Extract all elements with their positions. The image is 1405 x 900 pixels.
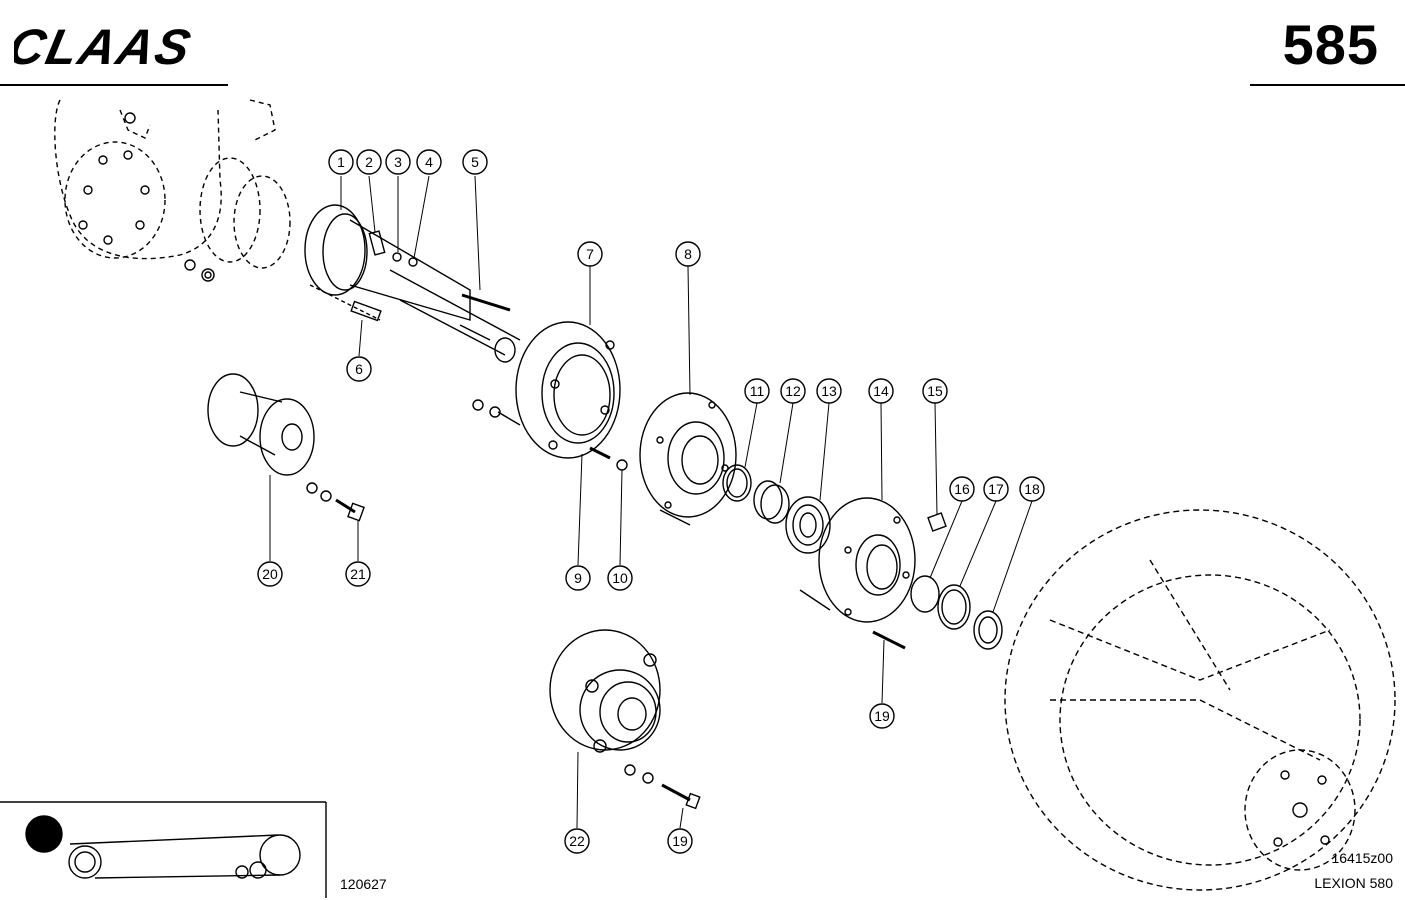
callout-label: 16 [954, 481, 970, 497]
callout-5: 5 [462, 149, 488, 175]
callout-label: 19 [874, 708, 890, 724]
brand-text: CLAAS [14, 19, 197, 74]
callout-label: 18 [1024, 481, 1040, 497]
callout-8: 8 [675, 241, 701, 267]
header-rule-left [0, 84, 228, 86]
leader-lines [269, 175, 1033, 829]
coupling-20 [207, 373, 365, 522]
callout-label: 13 [821, 383, 837, 399]
reference-code: 120627 [340, 876, 387, 892]
callout-label: 6 [355, 361, 363, 377]
callout-label: 21 [350, 566, 366, 582]
callout-label: 12 [785, 383, 801, 399]
callout-18: 18 [1019, 476, 1045, 502]
parts-15-18 [910, 512, 1003, 650]
callout-label: 2 [365, 154, 373, 170]
callout-3: 3 [385, 149, 411, 175]
claas-logo: CLAAS [3, 14, 238, 79]
belt-drive-locator-icon [0, 801, 327, 898]
bolt-9-nut-10 [589, 446, 628, 471]
callout-13: 13 [816, 378, 842, 404]
callout-19: 19 [667, 828, 693, 854]
callout-2: 2 [356, 149, 382, 175]
callout-label: 7 [586, 246, 594, 262]
callout-19: 19 [869, 703, 895, 729]
callout-label: 22 [569, 833, 585, 849]
callout-9: 9 [565, 565, 591, 591]
callout-label: 20 [262, 566, 278, 582]
page-number: 585 [1282, 13, 1379, 76]
callout-10: 10 [607, 565, 633, 591]
flange-14 [799, 497, 916, 650]
callout-label: 14 [873, 383, 889, 399]
shaft-assembly [304, 204, 521, 363]
callout-label: 9 [574, 570, 582, 586]
callout-6: 6 [346, 356, 372, 382]
callout-label: 3 [394, 154, 402, 170]
callout-label: 10 [612, 570, 628, 586]
gearbox-bolts [78, 112, 215, 282]
callout-7: 7 [577, 241, 603, 267]
claas-logo-icon: CLAAS [3, 19, 197, 75]
callout-1: 1 [328, 149, 354, 175]
callout-label: 8 [684, 246, 692, 262]
callout-21: 21 [345, 561, 371, 587]
callout-16: 16 [949, 476, 975, 502]
rings-11-13 [722, 464, 831, 554]
callout-15: 15 [922, 378, 948, 404]
callout-label: 15 [927, 383, 943, 399]
drive-wheel [1004, 509, 1396, 891]
bearing-unit-22 [549, 629, 701, 810]
callout-11: 11 [744, 378, 770, 404]
callout-label: 19 [672, 833, 688, 849]
gearbox-housing [54, 99, 291, 269]
callout-14: 14 [868, 378, 894, 404]
callout-17: 17 [983, 476, 1009, 502]
callout-20: 20 [257, 561, 283, 587]
figure-code: 16415z00 [1331, 850, 1393, 866]
callout-4: 4 [416, 149, 442, 175]
callout-label: 1 [337, 154, 345, 170]
wheel-hub-bolts [1273, 770, 1330, 847]
model-name: LEXION 580 [1314, 875, 1393, 891]
flanged-bearing-8 [639, 392, 737, 526]
callout-22: 22 [564, 828, 590, 854]
callout-label: 17 [988, 481, 1004, 497]
callout-12: 12 [780, 378, 806, 404]
header-rule-right [1250, 84, 1405, 86]
callout-label: 5 [471, 154, 479, 170]
callout-label: 4 [425, 154, 433, 170]
bearing-housing-7 [472, 321, 621, 459]
callout-label: 11 [750, 383, 765, 399]
